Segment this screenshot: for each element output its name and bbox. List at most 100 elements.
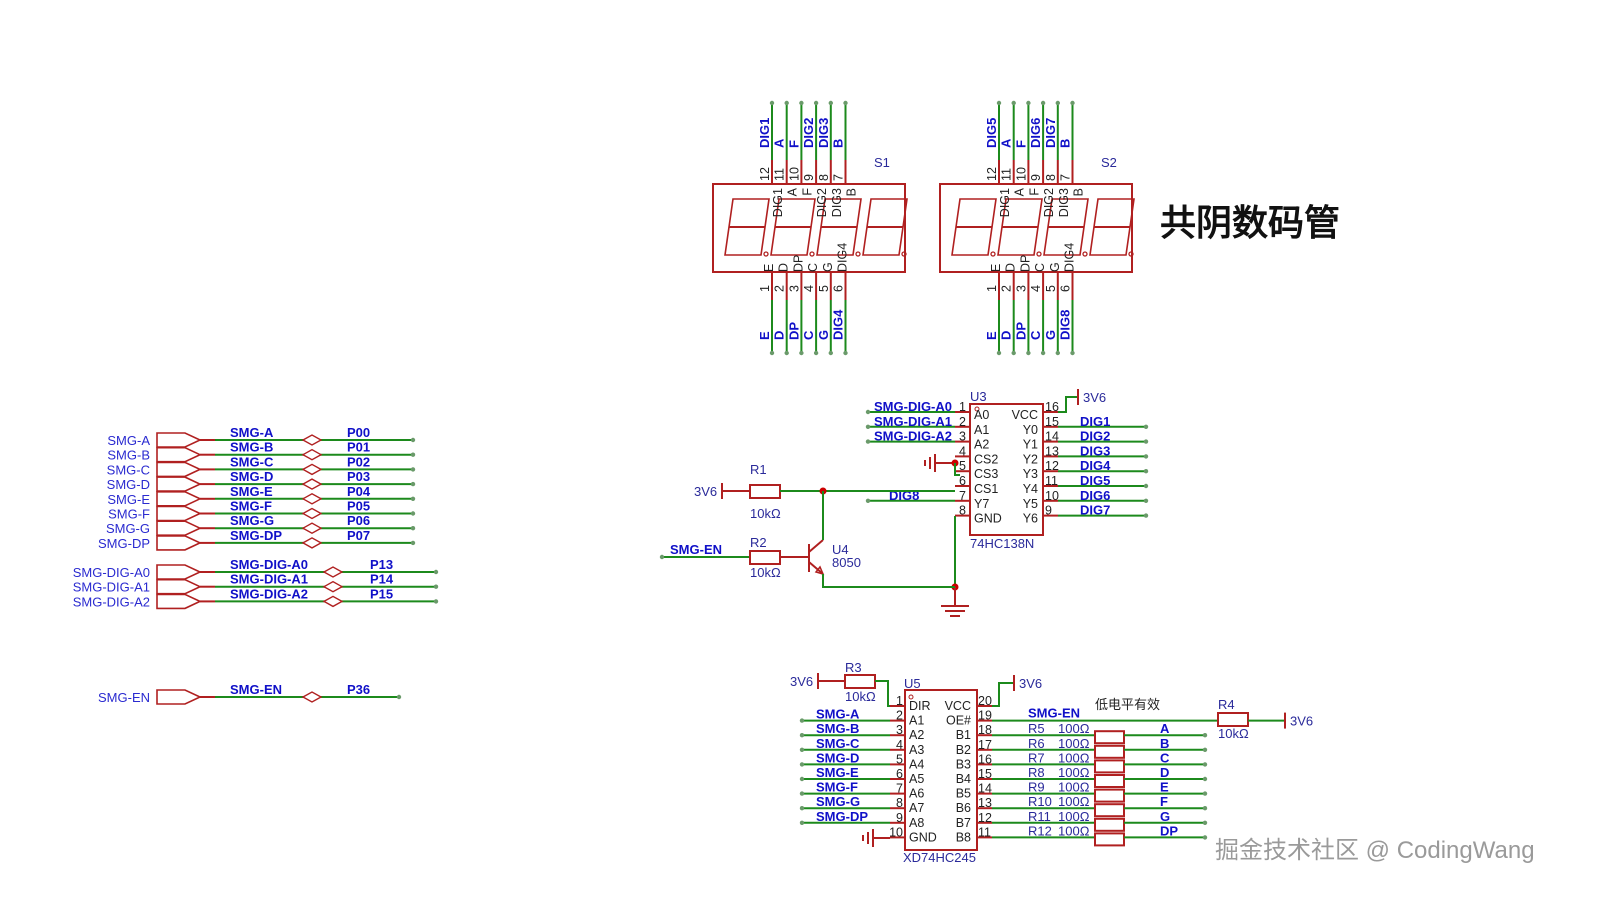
pin-number: 10 [1045, 489, 1059, 503]
net-label: SMG-B [816, 721, 859, 736]
net-label: D [1160, 765, 1169, 780]
net-label: SMG-DIG-A0 [874, 399, 952, 414]
pin-number: 3 [959, 430, 966, 444]
wire-end-dot [410, 467, 416, 472]
wire-end-dot [799, 776, 805, 782]
pin-name: DIG1 [771, 188, 785, 217]
net-flag-icon [301, 537, 323, 549]
mcu-pin-label: P00 [347, 425, 370, 440]
net-flag-icon [301, 522, 323, 535]
net-port-icon [156, 593, 202, 610]
mcu-pin-label: P36 [347, 682, 370, 697]
resistor-ref: R2 [750, 535, 767, 550]
resistor-value: 100Ω [1058, 765, 1090, 780]
port-label: SMG-A [107, 433, 150, 448]
wire-end-dot [1040, 350, 1046, 356]
pin-number: 15 [1045, 415, 1059, 429]
pin-name: CS1 [974, 482, 998, 496]
wire-end-dot [1202, 806, 1208, 811]
supply-label-3v6: 3V6 [1019, 676, 1042, 691]
wire-end-dot [433, 584, 439, 589]
wire-end-dot [1070, 100, 1075, 106]
net-label: SMG-C [230, 454, 274, 469]
pin-number: 4 [896, 738, 903, 752]
pin-number: 17 [978, 738, 992, 752]
pin-name: GND [909, 830, 937, 844]
net-label: SMG-B [230, 440, 273, 455]
wire-end-dot [410, 526, 416, 531]
net-label: DIG7 [1080, 503, 1110, 518]
supply-label-3v6: 3V6 [1290, 714, 1313, 729]
pin-name: B4 [956, 772, 971, 786]
net-port-icon [156, 446, 202, 463]
pin-name: A1 [974, 423, 989, 437]
net-label: SMG-A [230, 425, 274, 440]
port-label: SMG-B [107, 448, 150, 463]
wire-end-dot [410, 452, 416, 457]
net-label: SMG-G [816, 794, 860, 809]
decimal-point [1036, 251, 1042, 257]
port-label: SMG-DIG-A1 [73, 580, 150, 595]
wire-end-dot [799, 718, 805, 723]
net-label: SMG-G [230, 513, 274, 528]
wire-end-dot [659, 554, 665, 560]
wire-end-dot [410, 511, 416, 516]
pin-name: A2 [909, 728, 924, 742]
net-port-icon [156, 461, 202, 478]
resistor-ref: R6 [1028, 736, 1045, 751]
net-flag-icon [322, 566, 344, 578]
pin-name: DIG4 [1063, 243, 1077, 272]
net-flag-icon [301, 507, 323, 520]
pin1-marker [908, 694, 914, 700]
pin-number: 8 [896, 796, 903, 810]
pin1-marker [974, 406, 980, 412]
net-port-icon [156, 520, 202, 537]
pin-name: A3 [909, 743, 924, 757]
pin-name: G [821, 262, 835, 272]
digit-segment-outline [724, 198, 770, 256]
wire [822, 574, 955, 588]
wire-end-dot [799, 806, 805, 811]
net-port-icon [156, 505, 202, 522]
net-label: SMG-DP [816, 809, 868, 824]
series-resistor [1094, 817, 1125, 832]
wire-end-dot [1202, 820, 1208, 825]
net-label: SMG-DIG-A1 [874, 414, 952, 429]
pin-net-label: DIG3 [816, 118, 831, 148]
wire-end-dot [1202, 776, 1208, 782]
transistor-part: 8050 [832, 555, 861, 570]
emitter-arrow-icon [814, 565, 825, 576]
pin-name: A [786, 187, 800, 196]
pin-name: CS3 [974, 467, 998, 481]
mcu-pin-label: P02 [347, 454, 370, 469]
wire-end-dot [865, 409, 871, 415]
port-label: SMG-DP [98, 536, 150, 551]
wire [1058, 396, 1078, 413]
pin-name: Y0 [1023, 423, 1038, 437]
pin-number: 13 [978, 796, 992, 810]
decimal-point [763, 251, 769, 257]
wire-end-dot [410, 481, 416, 487]
resistor-value: 10kΩ [750, 565, 781, 580]
resistor-value: 100Ω [1058, 721, 1090, 736]
wire-end-dot [799, 820, 805, 825]
wire-end-dot [1026, 100, 1031, 106]
wire-end-dot [996, 100, 1002, 106]
transistor-emitter [808, 561, 824, 575]
pin-net-label: DIG4 [831, 309, 846, 340]
pin-number: 11 [1045, 474, 1058, 488]
pin-net-label: G [1043, 330, 1058, 340]
net-label: SMG-EN [1028, 706, 1080, 721]
pin-number: 15 [978, 767, 992, 781]
pin-number: 12 [1045, 459, 1059, 473]
pin-name: A5 [909, 772, 924, 786]
resistor-ref: R4 [1218, 697, 1235, 712]
pin-number: 5 [959, 459, 966, 473]
net-label: F [1160, 794, 1168, 809]
pin-name: DIG3 [1057, 188, 1071, 217]
pin-net-label: D [772, 331, 787, 340]
wire-end-dot [1202, 747, 1208, 752]
net-port-icon [156, 564, 202, 580]
wire-end-dot [433, 599, 439, 604]
pin-number: 13 [1045, 444, 1059, 458]
